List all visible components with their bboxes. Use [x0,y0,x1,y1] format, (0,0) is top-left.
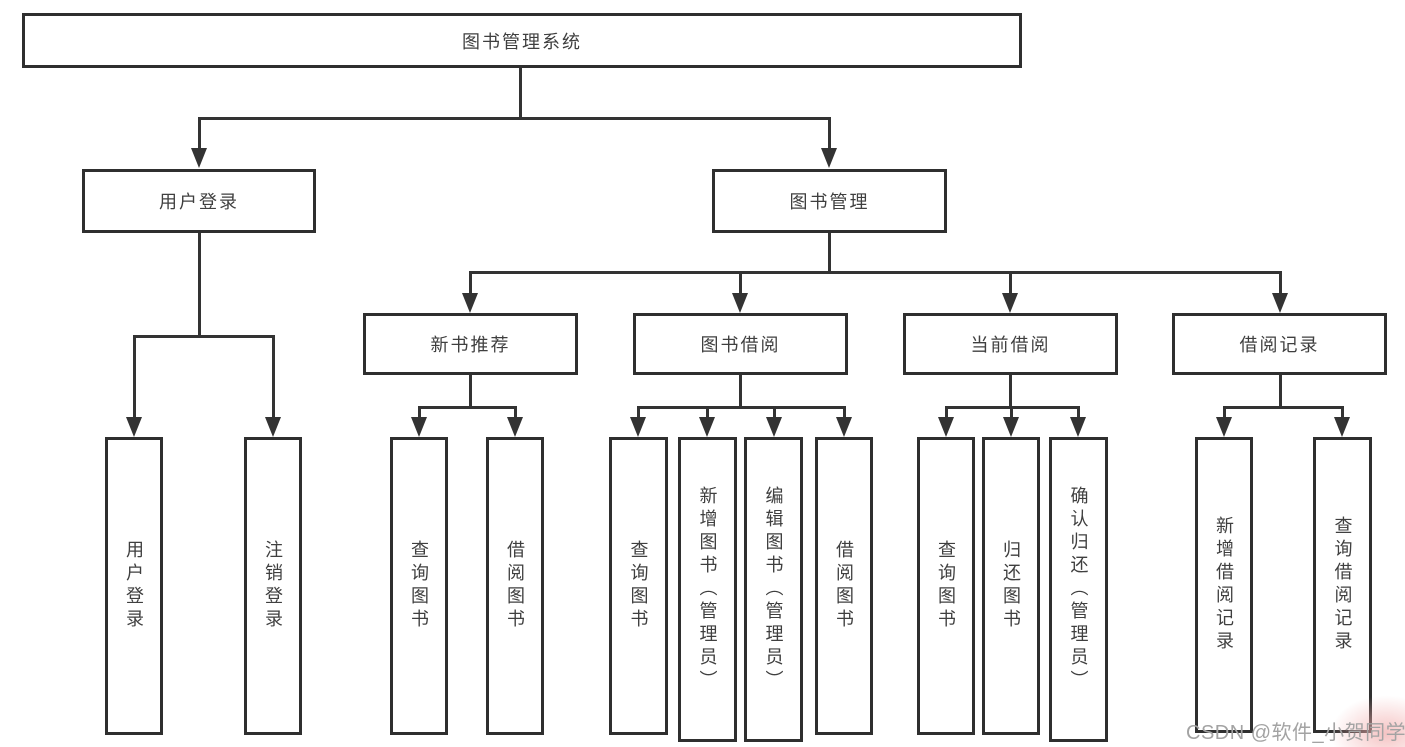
connector-sec3-down [1279,375,1282,409]
connector-login-down [198,233,201,335]
connector-sec2-stem [1009,271,1012,295]
connector-sec0-down [469,375,472,409]
node-leaf-borrow-book-1: 借阅图书 [486,437,544,735]
node-leaf-confirm-return-admin: 确认归还（管理员） [1049,437,1108,742]
connector-login-rail [133,335,275,338]
arrowhead-sec2-leaf3 [1070,417,1086,437]
node-book-mgmt-group: 图书管理 [712,169,947,233]
connector-sec0-stem [469,271,472,295]
node-leaf-logout: 注销登录 [244,437,302,735]
connector-sec1-down [739,375,742,409]
node-leaf-add-borrow-record: 新增借阅记录 [1195,437,1253,733]
arrowhead-sec2-leaf1 [938,417,954,437]
connector-sec1-leaf4-stem [843,406,846,420]
node-leaf-query-borrow-record: 查询借阅记录 [1313,437,1372,733]
node-leaf-add-book-admin: 新增图书（管理员） [678,437,737,742]
arrowhead-sec3-leaf1 [1216,417,1232,437]
connector-sec2-leaf1-stem [945,406,948,420]
connector-root-stem [519,68,522,120]
connector-sec2-leaf2-stem [1010,406,1013,420]
node-leaf-query-book-3: 查询图书 [917,437,975,735]
connector-sec1-stem [739,271,742,295]
connector-mgmt-down [828,233,831,271]
node-current-borrow: 当前借阅 [903,313,1118,375]
node-borrow-record: 借阅记录 [1172,313,1387,375]
arrowhead-login-leaf1 [126,417,142,437]
arrowhead-sec1-leaf2 [699,417,715,437]
connector-sec3-rail [1223,406,1344,409]
connector-mgmt-stem [828,117,831,149]
node-book-borrow: 图书借阅 [633,313,848,375]
arrowhead-sec1-leaf3 [766,417,782,437]
node-leaf-return-book: 归还图书 [982,437,1040,735]
node-leaf-edit-book-admin: 编辑图书（管理员） [744,437,803,742]
arrowhead-login [191,148,207,168]
connector-sec0-leaf1-stem [418,406,421,420]
connector-sec2-down [1009,375,1012,409]
node-user-login-group: 用户登录 [82,169,316,233]
connector-login-leaf2-stem [272,335,275,419]
connector-sec3-stem [1279,271,1282,295]
connector-login-leaf1-stem [133,335,136,419]
connector-sec0-rail [418,406,517,409]
connector-sec1-rail [637,406,846,409]
arrowhead-sec3-leaf2 [1334,417,1350,437]
arrowhead-mgmt [821,148,837,168]
watermark: CSDN @软件_小贺同学 [1186,722,1405,744]
node-root: 图书管理系统 [22,13,1022,68]
node-leaf-user-login: 用户登录 [105,437,163,735]
arrowhead-sec1 [732,293,748,313]
connector-sec0-leaf2-stem [514,406,517,420]
connector-level3-rail [469,271,1281,274]
connector-sec1-leaf3-stem [773,406,776,420]
arrowhead-sec1-leaf4 [836,417,852,437]
arrowhead-login-leaf2 [265,417,281,437]
connector-sec3-leaf2-stem [1341,406,1344,420]
arrowhead-sec3 [1272,293,1288,313]
arrowhead-sec0-leaf2 [507,417,523,437]
arrowhead-sec2-leaf2 [1003,417,1019,437]
connector-sec3-leaf1-stem [1223,406,1226,420]
connector-level2-rail [198,117,831,120]
connector-sec1-leaf1-stem [637,406,640,420]
arrowhead-sec1-leaf1 [630,417,646,437]
node-leaf-query-book-2: 查询图书 [609,437,668,735]
connector-login-stem [198,117,201,149]
arrowhead-sec0 [462,293,478,313]
node-leaf-borrow-book-2: 借阅图书 [815,437,873,735]
connector-sec2-leaf3-stem [1077,406,1080,420]
node-new-book-recommend: 新书推荐 [363,313,578,375]
node-leaf-query-book-1: 查询图书 [390,437,448,735]
arrowhead-sec0-leaf1 [411,417,427,437]
arrowhead-sec2 [1002,293,1018,313]
connector-sec1-leaf2-stem [706,406,709,420]
